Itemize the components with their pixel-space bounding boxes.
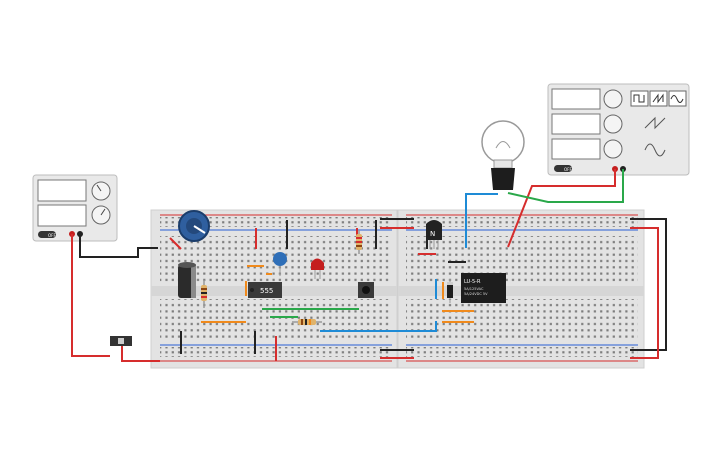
- electrolytic-capacitor[interactable]: [178, 262, 196, 298]
- wires[interactable]: [71, 169, 667, 362]
- push-button[interactable]: [358, 282, 374, 298]
- power-toggle[interactable]: [38, 231, 56, 238]
- relay-sub1: 5A/125VAC: [464, 287, 484, 291]
- function-generator[interactable]: OFF: [547, 83, 690, 176]
- wire-funcgen-green[interactable]: [507, 169, 624, 203]
- funcgen-toggle[interactable]: [554, 165, 572, 172]
- sawtooth-wave-icon[interactable]: [649, 90, 668, 107]
- resistor-left[interactable]: [201, 280, 207, 308]
- led-red[interactable]: [311, 258, 324, 280]
- diode[interactable]: [447, 279, 453, 303]
- relay[interactable]: LU-5-R 5A/125VAC 5A/24VDC 5V: [461, 273, 506, 303]
- timer-chip-label: 555: [260, 287, 273, 295]
- funcgen-toggle-label: OFF: [564, 167, 572, 172]
- wire-right-black[interactable]: [630, 218, 667, 351]
- frequency-knob[interactable]: [603, 89, 623, 109]
- resistor-bottom[interactable]: [292, 319, 322, 325]
- slide-switch[interactable]: [110, 336, 132, 346]
- relay-label: LU-5-R: [464, 279, 481, 285]
- relay-sub2: 5A/24VDC 5V: [464, 292, 488, 296]
- wire-right-red[interactable]: [630, 227, 659, 359]
- transistor[interactable]: N: [426, 220, 442, 249]
- sine-preview-icon: [644, 143, 666, 157]
- potentiometer[interactable]: [178, 210, 210, 242]
- dc-power-supply[interactable]: OFF: [32, 174, 118, 242]
- power-toggle-label: OFF: [48, 233, 56, 238]
- wire-psu-positive[interactable]: [71, 234, 110, 357]
- sawtooth-preview-icon: [644, 116, 666, 130]
- amplitude-knob[interactable]: [603, 114, 623, 134]
- transistor-label: N: [430, 230, 435, 238]
- ceramic-capacitor[interactable]: [273, 252, 287, 276]
- offset-knob[interactable]: [603, 139, 623, 159]
- resistor-top[interactable]: [356, 230, 362, 254]
- light-bulb[interactable]: [481, 120, 525, 190]
- wire-funcgen-red[interactable]: [507, 169, 616, 248]
- wire-switch-to-rail[interactable]: [121, 345, 160, 362]
- wire-psu-ground[interactable]: [79, 234, 158, 258]
- wire-bulb-blue[interactable]: [465, 193, 498, 248]
- timer-chip[interactable]: 555: [248, 282, 282, 298]
- square-wave-icon[interactable]: [630, 90, 649, 107]
- sine-wave-icon[interactable]: [668, 90, 687, 107]
